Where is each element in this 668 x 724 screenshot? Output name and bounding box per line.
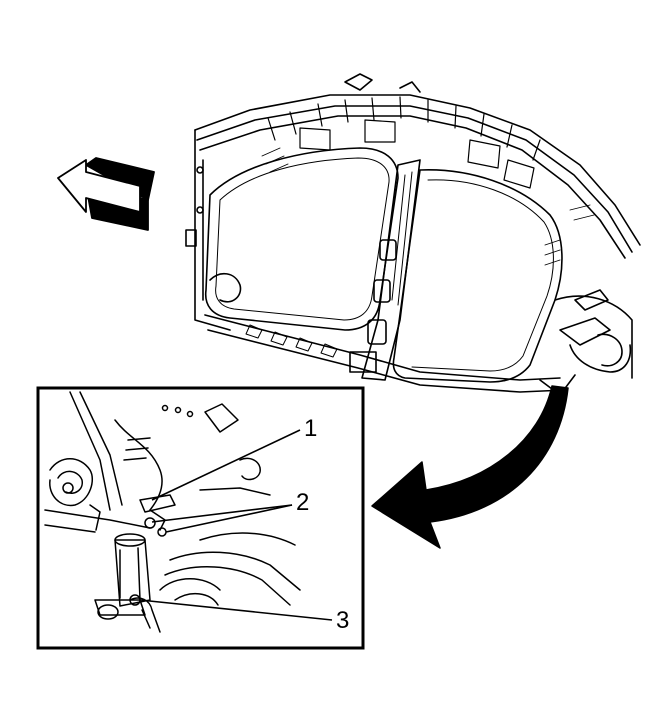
detail-frame [36,386,365,650]
front-door-opening [204,147,399,331]
rocker-panel [204,314,561,381]
roof-rail [194,94,641,246]
module-body [114,539,151,607]
leader-line-2b [165,504,293,533]
callout-2: 2 [296,489,309,516]
forward-direction-arrow-icon [57,157,155,231]
rear-door-opening [392,169,563,383]
vehicle-body-illustration [185,73,641,396]
leader-line-1 [151,429,301,501]
detail-inset: 1 2 3 [36,386,365,650]
leader-line-2a [151,504,293,523]
callout-1: 1 [304,415,317,442]
callout-3: 3 [336,607,349,634]
curved-detail-arrow-icon [371,385,569,549]
b-pillar [361,159,421,381]
leader-line-3 [139,599,333,621]
